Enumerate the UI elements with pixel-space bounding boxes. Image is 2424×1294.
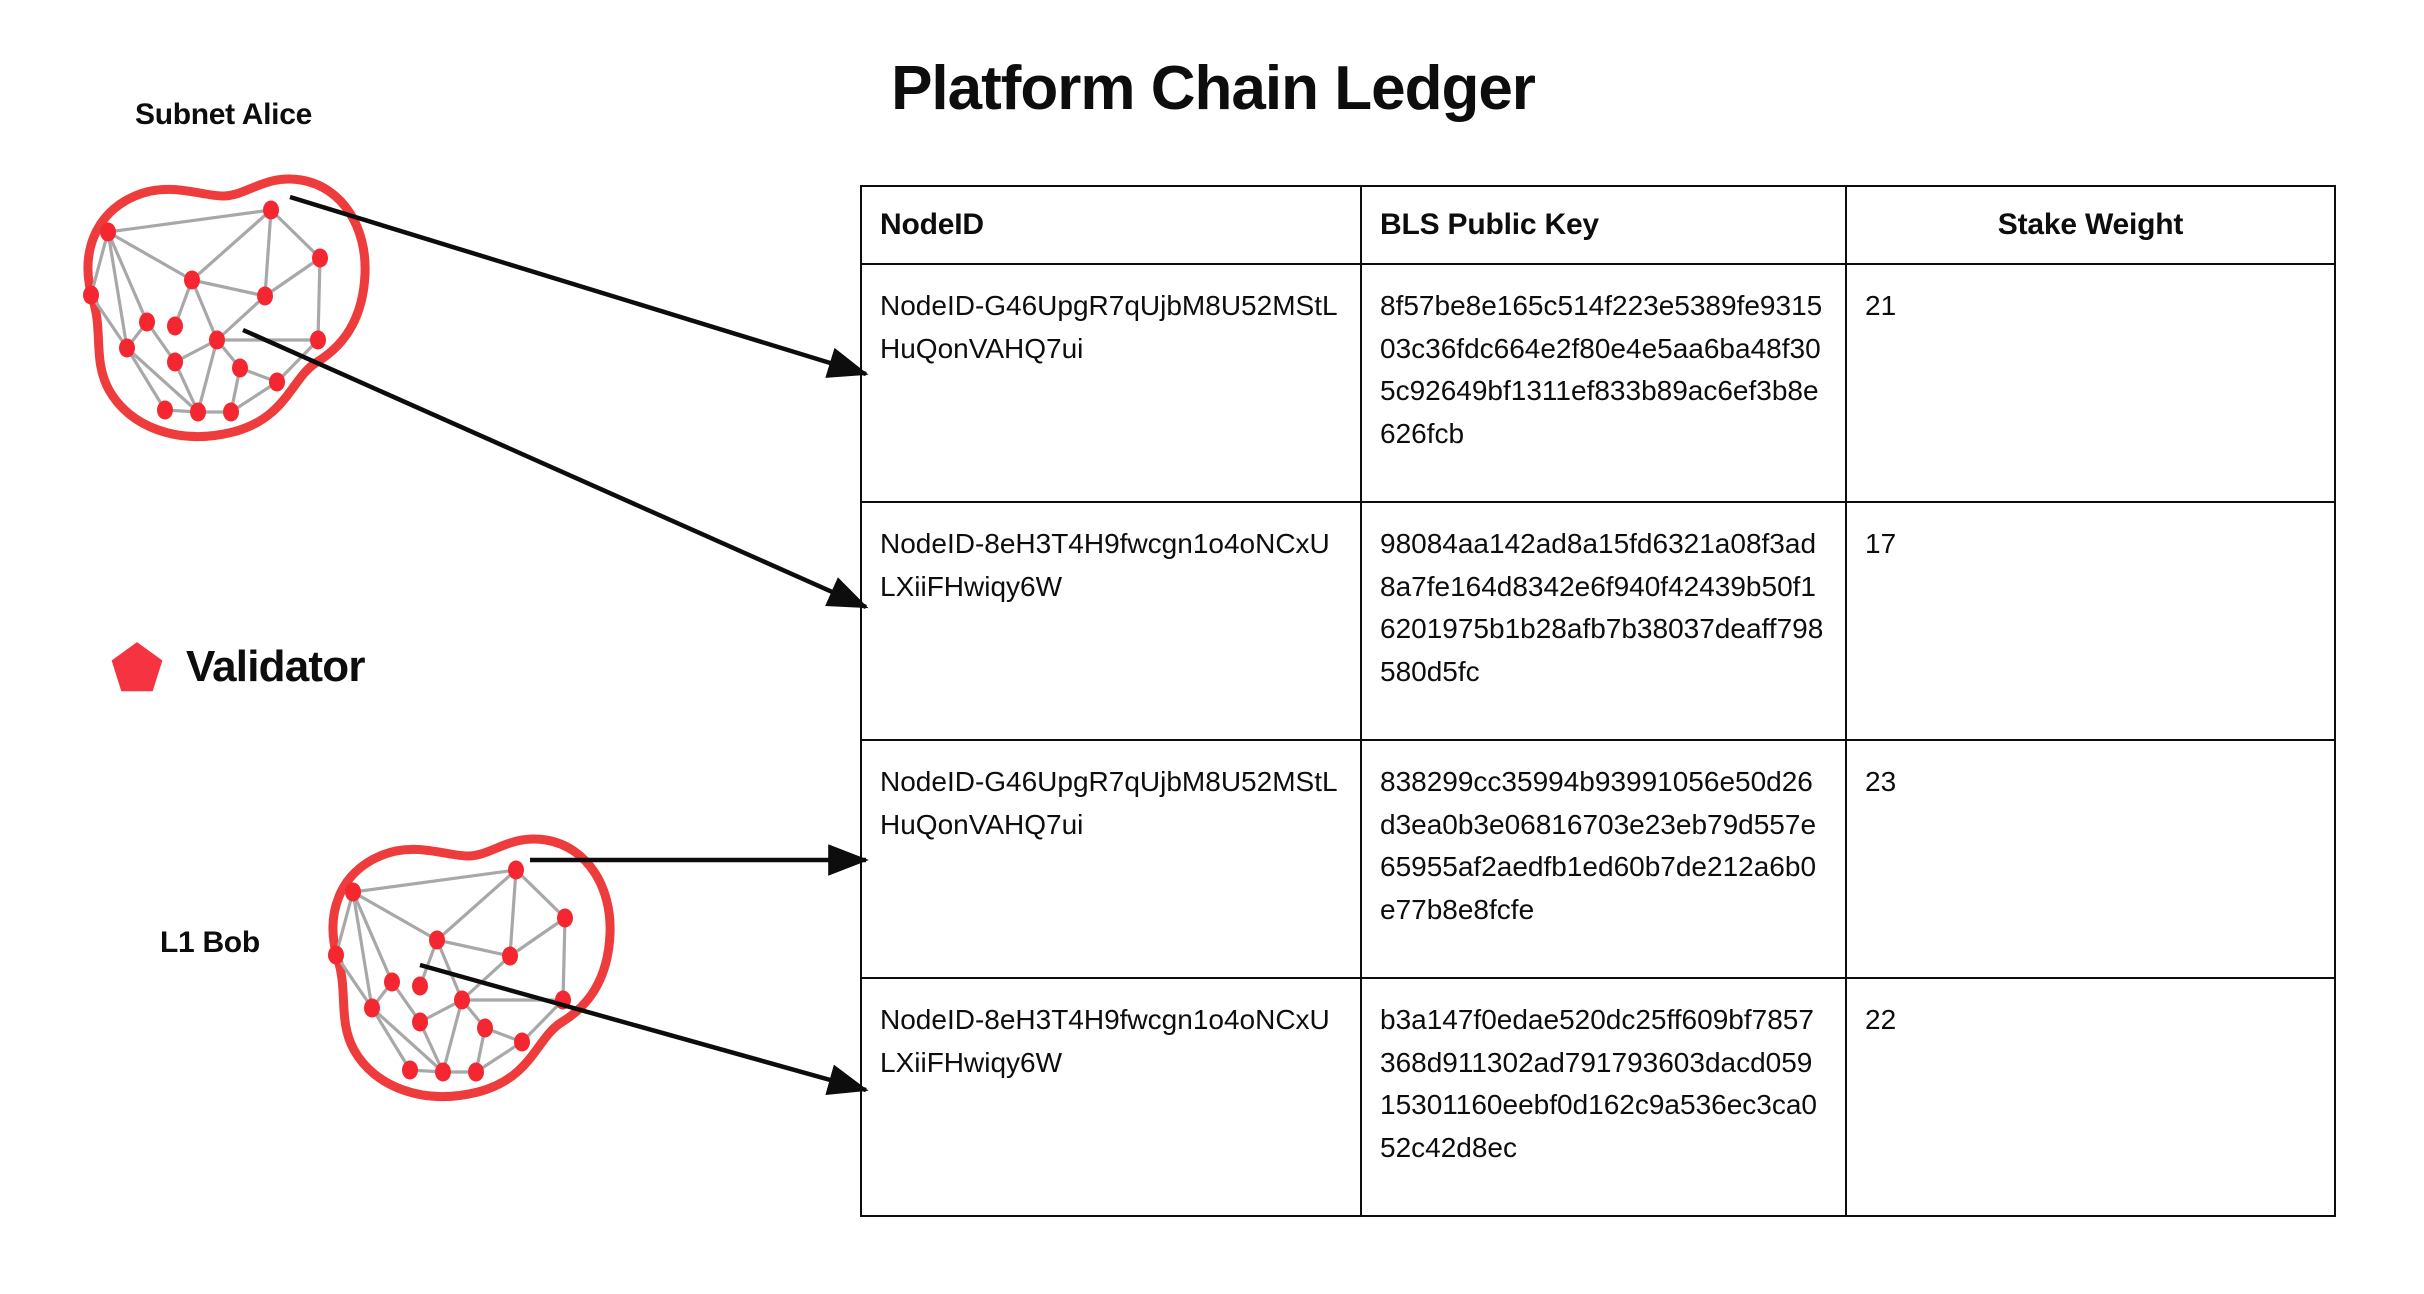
cell-bls-public-key: 8f57be8e165c514f223e5389fe931503c36fdc66… [1360,263,1847,503]
cell-nodeid: NodeID-G46UpgR7qUjbM8U52MStLHuQonVAHQ7ui [860,263,1362,503]
cell-nodeid: NodeID-8eH3T4H9fwcgn1o4oNCxULXiiFHwiqy6W [860,977,1362,1217]
cell-stake-weight: 23 [1845,739,2336,979]
cell-stake-weight: 17 [1845,501,2336,741]
cell-bls-public-key: b3a147f0edae520dc25ff609bf7857368d911302… [1360,977,1847,1217]
l1-bob-network-blob [300,810,630,1110]
cell-nodeid: NodeID-8eH3T4H9fwcgn1o4oNCxULXiiFHwiqy6W [860,501,1362,741]
cell-stake-weight: 21 [1845,263,2336,503]
table-header-row: NodeID BLS Public Key Stake Weight [860,185,2336,265]
cell-bls-public-key: 838299cc35994b93991056e50d26d3ea0b3e0681… [1360,739,1847,979]
subnet-alice-label: Subnet Alice [135,98,312,131]
pentagon-icon [111,642,163,692]
subnet-alice-network-blob [55,150,385,450]
column-header-nodeid: NodeID [860,185,1362,265]
cell-stake-weight: 22 [1845,977,2336,1217]
table-row: NodeID-G46UpgR7qUjbM8U52MStLHuQonVAHQ7ui… [860,739,2336,979]
column-header-stake-weight: Stake Weight [1845,185,2336,265]
page-title: Platform Chain Ledger [891,54,1536,123]
table-row: NodeID-8eH3T4H9fwcgn1o4oNCxULXiiFHwiqy6W… [860,977,2336,1217]
column-header-bls-public-key: BLS Public Key [1360,185,1847,265]
platform-chain-ledger-table: NodeID BLS Public Key Stake Weight NodeI… [860,185,2336,1217]
l1-bob-label: L1 Bob [160,926,260,959]
table-row: NodeID-8eH3T4H9fwcgn1o4oNCxULXiiFHwiqy6W… [860,501,2336,741]
validator-legend: Validator [110,640,365,694]
cell-nodeid: NodeID-G46UpgR7qUjbM8U52MStLHuQonVAHQ7ui [860,739,1362,979]
validator-legend-label: Validator [186,642,365,691]
table-row: NodeID-G46UpgR7qUjbM8U52MStLHuQonVAHQ7ui… [860,263,2336,503]
cell-bls-public-key: 98084aa142ad8a15fd6321a08f3ad8a7fe164d83… [1360,501,1847,741]
blob-outline-path [328,834,615,1101]
